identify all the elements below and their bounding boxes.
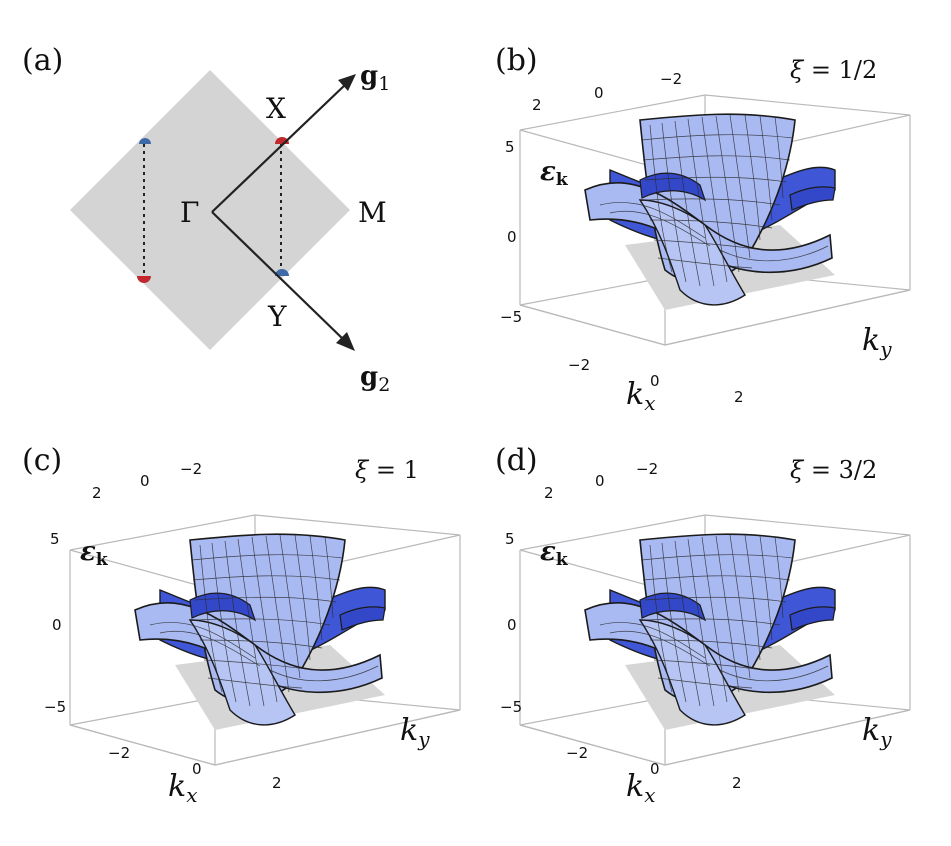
panel-c-xi: ξ = 1 [355, 456, 419, 484]
panel-b-ky-label: ky [862, 323, 892, 361]
panel-c-tick-e0: 0 [52, 616, 62, 634]
panel-c-tick-kym2: −2 [180, 460, 202, 478]
panel-d-tick-kxm2: −2 [566, 744, 588, 762]
panel-d-tick-ky0: 0 [595, 472, 605, 490]
panel-b-kx-label: kx [626, 377, 655, 415]
panel-d-tick-ky2: 2 [544, 484, 554, 502]
panel-b-tick-ky0: 0 [594, 84, 604, 102]
panel-b-surface [519, 94, 911, 346]
left-bottom-red-point [137, 276, 151, 283]
panel-b: (b) ξ = 1/2 εk 5 0 −5 2 0 −2 −2 0 2 kx k… [495, 43, 911, 415]
panel-c-tick-e5: 5 [50, 530, 60, 548]
panel-d-tick-e0: 0 [507, 616, 517, 634]
panel-b-tick-ky2: 2 [532, 96, 542, 114]
panel-b-tick-kx2: 2 [734, 388, 744, 406]
g1-vector [211, 83, 347, 213]
panel-c-tick-ky2: 2 [92, 484, 102, 502]
panel-c: (c) ξ = 1 εk 5 0 −5 2 0 −2 −2 0 2 kx ky [22, 443, 461, 807]
panel-b-xi: ξ = 1/2 [790, 56, 877, 84]
panel-c-kx-label: kx [168, 769, 197, 807]
panel-c-tick-em5: −5 [44, 698, 66, 716]
panel-c-tick-kx2: 2 [272, 774, 282, 792]
panel-d-tick-kym2: −2 [636, 460, 658, 478]
panel-b-tick-e5: 5 [505, 138, 515, 156]
panel-b-energy-label: εk [540, 157, 569, 190]
panel-a: (a) Γ X Y M g1 g2 [22, 43, 390, 396]
brillouin-zone [70, 70, 350, 350]
panel-d-kx-label: kx [626, 769, 655, 807]
panel-c-tick-kxm2: −2 [108, 744, 130, 762]
panel-b-label: (b) [495, 43, 538, 78]
x-label: X [266, 92, 286, 125]
panel-d-ky-label: ky [862, 713, 892, 751]
g2-vector [211, 211, 345, 341]
panel-c-ky-label: ky [400, 713, 430, 751]
panel-b-tick-kxm2: −2 [568, 356, 590, 374]
g1-label: g1 [360, 61, 390, 95]
panel-d-surface [519, 514, 911, 766]
panel-b-tick-em5: −5 [500, 308, 522, 326]
panel-d: (d) ξ = 3/2 εk 5 0 −5 2 0 −2 −2 0 2 kx k… [495, 443, 911, 807]
panel-c-tick-ky0: 0 [140, 472, 150, 490]
panel-a-label: (a) [22, 43, 63, 78]
y-label: Y [267, 300, 287, 333]
gamma-label: Γ [180, 196, 199, 229]
panel-c-tick-kx0: 0 [192, 760, 202, 778]
panel-d-xi: ξ = 3/2 [790, 456, 877, 484]
panel-d-tick-em5: −5 [500, 698, 522, 716]
panel-b-tick-e0: 0 [507, 228, 517, 246]
m-label: M [358, 196, 387, 229]
panel-b-tick-kx0: 0 [650, 372, 660, 390]
left-top-blue-point [139, 138, 151, 144]
panel-d-tick-e5: 5 [505, 530, 515, 548]
panel-d-tick-kx0: 0 [650, 760, 660, 778]
panel-d-energy-label: εk [540, 537, 569, 570]
g2-label: g2 [360, 362, 390, 396]
panel-c-label: (c) [22, 443, 62, 478]
panel-d-tick-kx2: 2 [732, 774, 742, 792]
panel-c-energy-label: εk [80, 537, 109, 570]
g2-arrowhead [336, 332, 355, 351]
y-point-blue [275, 269, 289, 276]
panel-d-label: (d) [495, 443, 538, 478]
g1-arrowhead [338, 74, 356, 91]
panel-b-tick-kym2: −2 [660, 70, 682, 88]
